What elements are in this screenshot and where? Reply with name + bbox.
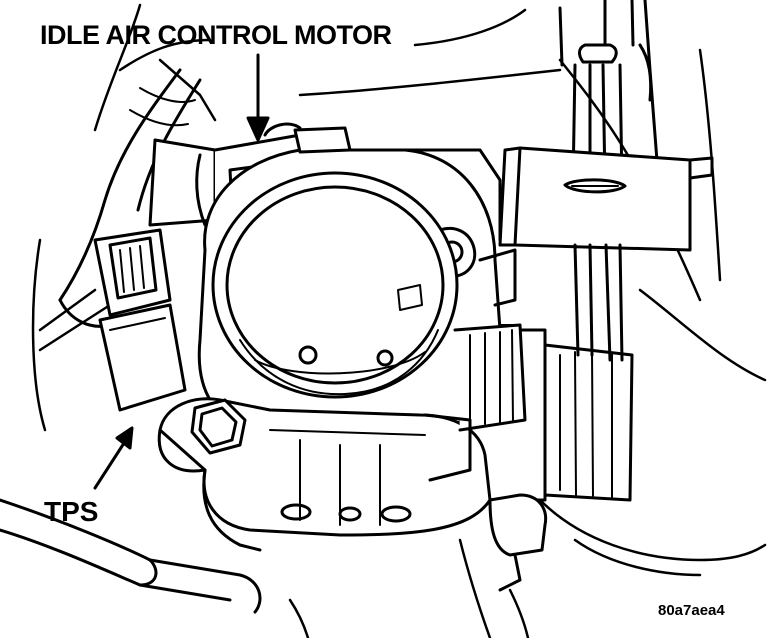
vacuum-hoses: [0, 493, 548, 614]
figure-id: 80a7aea4: [658, 602, 725, 619]
tps-leader-line: [93, 438, 128, 490]
cable-bracket: [498, 146, 714, 252]
iac-arrowhead: [246, 116, 270, 142]
leader-arrows: [93, 53, 270, 490]
callout-tps: TPS: [44, 496, 99, 527]
mounting-bolt: [190, 398, 247, 455]
tps-connector: [93, 228, 187, 412]
tps-arrowhead: [115, 426, 134, 450]
throttle-bore: [211, 171, 459, 399]
linkage-gears: [423, 323, 527, 482]
callout-idle-air-control-motor: IDLE AIR CONTROL MOTOR: [40, 20, 392, 50]
